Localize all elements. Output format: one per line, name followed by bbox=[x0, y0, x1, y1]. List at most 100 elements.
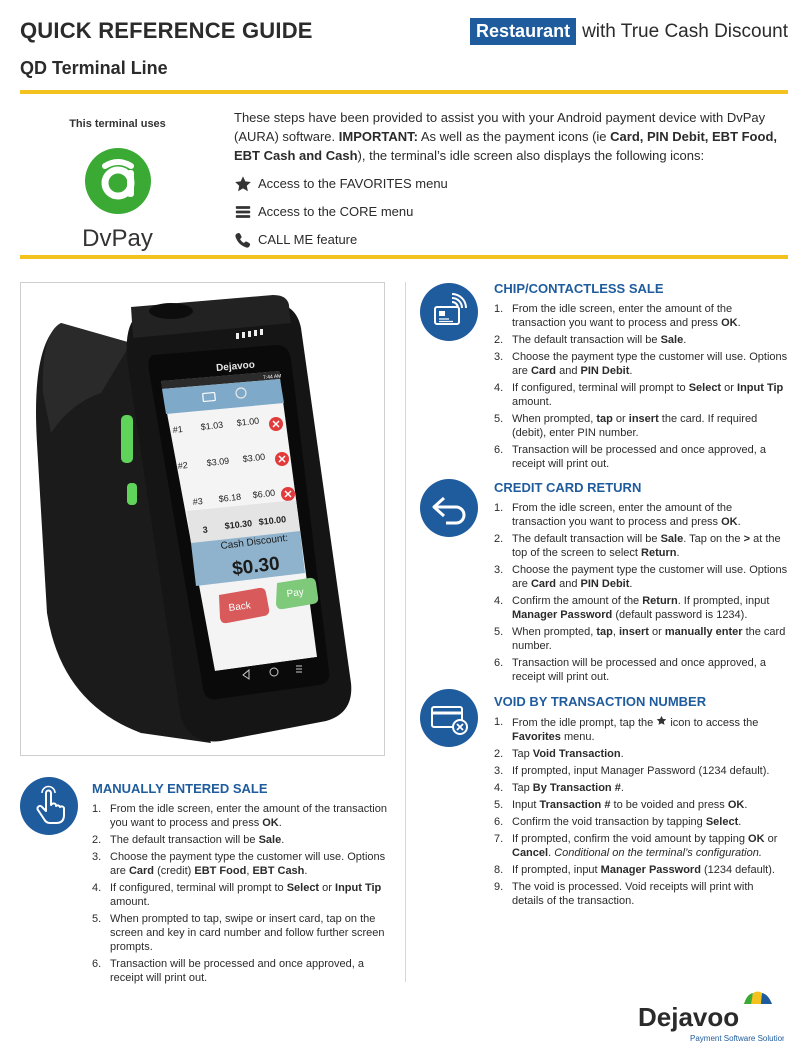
step-number: 4. bbox=[494, 595, 504, 607]
step-number: 3. bbox=[494, 564, 504, 576]
step-number: 5. bbox=[494, 626, 504, 638]
step-number: 2. bbox=[92, 834, 102, 846]
step-number: 3. bbox=[494, 351, 504, 363]
step-number: 6. bbox=[494, 444, 504, 456]
void-steps: 1.From the idle prompt, tap the icon to … bbox=[494, 715, 788, 908]
step-item: 9. The void is processed. Void receipts w… bbox=[494, 880, 788, 908]
footer-tagline: Payment Software Solutions bbox=[690, 1034, 784, 1043]
total-count: 3 bbox=[202, 525, 208, 535]
chip-section-icon bbox=[420, 283, 478, 341]
menu-icon bbox=[235, 205, 251, 218]
footer-brand: Dejavoo bbox=[638, 1002, 739, 1032]
manual-section-title: MANUALLY ENTERED SALE bbox=[92, 781, 268, 796]
step-text: Choose the payment type the customer wil… bbox=[512, 351, 788, 377]
step-item: 6. Transaction will be processed and once… bbox=[92, 957, 387, 985]
nav-back-icon bbox=[242, 668, 250, 680]
intro-text-2: As well as the payment icons (ie bbox=[417, 129, 611, 144]
row1-num: #1 bbox=[172, 424, 183, 435]
step-text: If configured, terminal will prompt to S… bbox=[512, 382, 784, 408]
page-subtitle: QD Terminal Line bbox=[20, 58, 168, 78]
step-item: 1.From the idle prompt, tap the icon to … bbox=[494, 715, 788, 744]
step-item: 5.Input Transaction # to be voided and p… bbox=[494, 798, 788, 812]
step-item: 2. The default transaction will be Sale. bbox=[92, 833, 387, 847]
step-number: 3. bbox=[92, 851, 102, 863]
step-number: 2. bbox=[494, 334, 504, 346]
total-card: $10.00 bbox=[258, 514, 286, 527]
star-icon bbox=[235, 175, 251, 191]
terminal-brand-text: Dejavoo bbox=[216, 360, 256, 374]
terminal-uses-panel: This terminal uses DvPay bbox=[20, 118, 215, 253]
step-text: The void is processed. Void receipts wil… bbox=[512, 881, 754, 907]
return-section-title: CREDIT CARD RETURN bbox=[494, 480, 642, 495]
step-number: 8. bbox=[494, 864, 504, 876]
step-text: Tap Void Transaction. bbox=[512, 748, 624, 760]
feature-callme-label: CALL ME feature bbox=[258, 232, 358, 247]
step-item: 3.Choose the payment type the customer w… bbox=[92, 850, 387, 878]
row2-cash: $3.09 bbox=[206, 456, 229, 468]
chip-steps: 1.From the idle screen, enter the amount… bbox=[494, 302, 788, 471]
return-section-icon bbox=[420, 479, 478, 537]
row1-card: $1.00 bbox=[236, 416, 259, 428]
step-text: The default transaction will be Sale. bbox=[110, 834, 285, 846]
step-item: 3.If prompted, input Manager Password (1… bbox=[494, 764, 788, 778]
step-item: 4.Confirm the amount of the Return. If p… bbox=[494, 594, 788, 622]
intro-text-1: These steps have been provided to assist… bbox=[234, 110, 766, 144]
step-number: 6. bbox=[92, 958, 102, 970]
void-card-icon bbox=[431, 706, 468, 735]
step-item: 1.From the idle screen, enter the amount… bbox=[92, 802, 387, 830]
step-text: From the idle prompt, tap the icon to ac… bbox=[512, 715, 759, 743]
row3-card: $6.00 bbox=[252, 488, 275, 500]
step-item: 6.Confirm the void transaction by tappin… bbox=[494, 815, 788, 829]
intro-text: These steps have been provided to assist… bbox=[234, 108, 784, 249]
row2-card: $3.00 bbox=[242, 452, 265, 464]
step-text: When prompted to tap, swipe or insert ca… bbox=[110, 913, 385, 953]
page-title: QUICK REFERENCE GUIDE bbox=[20, 18, 313, 43]
row3-cash: $6.18 bbox=[218, 492, 241, 504]
step-number: 6. bbox=[494, 657, 504, 669]
step-number: 1. bbox=[494, 502, 504, 514]
feature-favorites: Access to the FAVORITES menu bbox=[234, 174, 784, 193]
intro-important: IMPORTANT: bbox=[338, 129, 418, 144]
total-cash: $10.30 bbox=[224, 518, 252, 531]
step-number: 4. bbox=[494, 782, 504, 794]
step-item: 5.When prompted, tap, insert or manually… bbox=[494, 625, 788, 653]
step-number: 6. bbox=[494, 816, 504, 828]
star-icon bbox=[657, 715, 667, 725]
step-text: Transaction will be processed and once a… bbox=[110, 958, 364, 984]
second-divider bbox=[20, 255, 788, 259]
step-text: If prompted, input Manager Password (123… bbox=[512, 864, 775, 876]
top-divider bbox=[20, 90, 788, 94]
terminal-photo: Dejavoo 7:44 AM #1 $1.03 $1.00 #2 $3.09 … bbox=[20, 282, 385, 756]
dejavoo-footer-logo: Dejavoo Payment Software Solutions bbox=[634, 988, 791, 1048]
step-item: 8. If prompted, input Manager Password (1… bbox=[494, 863, 788, 877]
step-text: If configured, terminal will prompt to S… bbox=[110, 882, 382, 908]
step-item: 3.Choose the payment type the customer w… bbox=[494, 563, 788, 591]
badge-tail-text: with True Cash Discount bbox=[582, 20, 788, 42]
step-text: The default transaction will be Sale. bbox=[512, 334, 687, 346]
chip-section: CHIP/CONTACTLESS SALE 1.From the idle sc… bbox=[494, 281, 788, 474]
step-text: When prompted, tap or insert the card. I… bbox=[512, 413, 758, 439]
step-number: 1. bbox=[494, 303, 504, 315]
step-item: 5. When prompted, tap or insert the card.… bbox=[494, 412, 788, 440]
manual-section-icon bbox=[20, 777, 78, 835]
feature-core: Access to the CORE menu bbox=[234, 202, 784, 221]
step-number: 2. bbox=[494, 533, 504, 545]
step-item: 7.If prompted, confirm the void amount b… bbox=[494, 832, 788, 860]
dvpay-name: DvPay bbox=[82, 225, 153, 252]
step-number: 9. bbox=[494, 881, 504, 893]
column-divider bbox=[405, 282, 406, 982]
step-number: 5. bbox=[494, 799, 504, 811]
pay-button[interactable]: Pay bbox=[286, 587, 304, 600]
contactless-card-icon bbox=[434, 293, 467, 325]
step-number: 5. bbox=[494, 413, 504, 425]
void-section-title: VOID BY TRANSACTION NUMBER bbox=[494, 694, 707, 709]
feature-callme: CALL ME feature bbox=[234, 230, 784, 249]
step-item: 5.When prompted to tap, swipe or insert … bbox=[92, 912, 387, 954]
back-button[interactable]: Back bbox=[228, 600, 252, 614]
header-left: QUICK REFERENCE GUIDE QD Terminal Line bbox=[20, 18, 313, 79]
step-item: 1.From the idle screen, enter the amount… bbox=[494, 302, 788, 330]
step-item: 6.Transaction will be processed and once… bbox=[494, 443, 788, 471]
manual-steps: 1.From the idle screen, enter the amount… bbox=[92, 802, 387, 985]
feature-core-label: Access to the CORE menu bbox=[258, 204, 414, 219]
dvpay-logo-icon bbox=[84, 148, 151, 214]
